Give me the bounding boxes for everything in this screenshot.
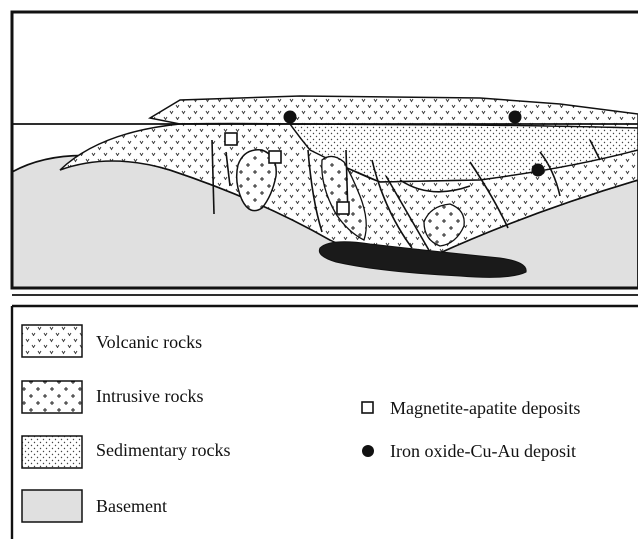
legend: Volcanic rocks Intrusive rocks Sedimenta…	[12, 306, 638, 539]
volcanic-rocks-label: Volcanic rocks	[96, 332, 202, 352]
magnetite-apatite-deposit-marker	[269, 151, 281, 163]
intrusive-rocks-swatch	[22, 381, 82, 413]
basement-label: Basement	[96, 496, 167, 516]
sedimentary-rocks-label: Sedimentary rocks	[96, 440, 230, 460]
iron-oxide-cu-au-deposit-marker	[532, 164, 545, 177]
magnetite-apatite-legend-label: Magnetite-apatite deposits	[390, 398, 580, 418]
magnetite-apatite-deposit-marker	[225, 133, 237, 145]
iron-oxide-cu-au-legend-label: Iron oxide-Cu-Au deposit	[390, 441, 576, 461]
iron-oxide-cu-au-deposit-marker	[284, 111, 297, 124]
cross-section	[12, 12, 638, 288]
magnetite-apatite-deposit-marker	[337, 202, 349, 214]
iron-oxide-cu-au-deposit-marker	[509, 111, 522, 124]
basement-swatch	[22, 490, 82, 522]
magnetite-apatite-legend-symbol	[362, 402, 373, 413]
volcanic-rocks-swatch	[22, 325, 82, 357]
sedimentary-rocks-swatch	[22, 436, 82, 468]
intrusive-rocks-label: Intrusive rocks	[96, 386, 203, 406]
iron-oxide-cu-au-legend-symbol	[362, 445, 374, 457]
